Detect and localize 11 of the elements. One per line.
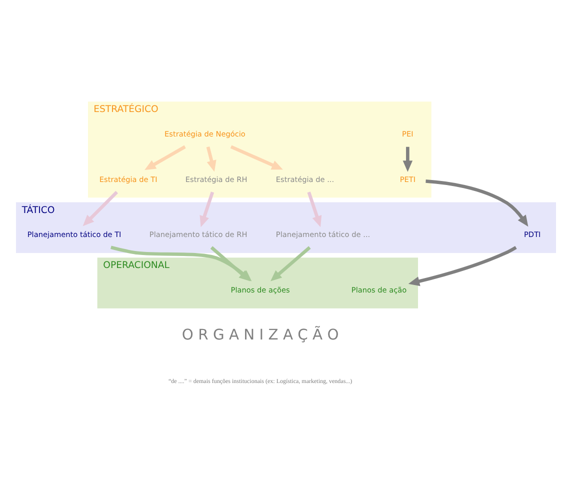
- arrow: [402, 146, 413, 172]
- arrow: [144, 144, 186, 170]
- arrow: [408, 246, 517, 286]
- arrow: [230, 144, 283, 170]
- arrow: [82, 190, 118, 226]
- label: O R G A N I Z A Ç Ã O: [182, 326, 339, 344]
- arrow: [200, 191, 214, 227]
- arrow: [426, 179, 528, 226]
- arrow: [206, 146, 216, 172]
- arrow: [307, 191, 322, 227]
- arrow: [210, 246, 250, 281]
